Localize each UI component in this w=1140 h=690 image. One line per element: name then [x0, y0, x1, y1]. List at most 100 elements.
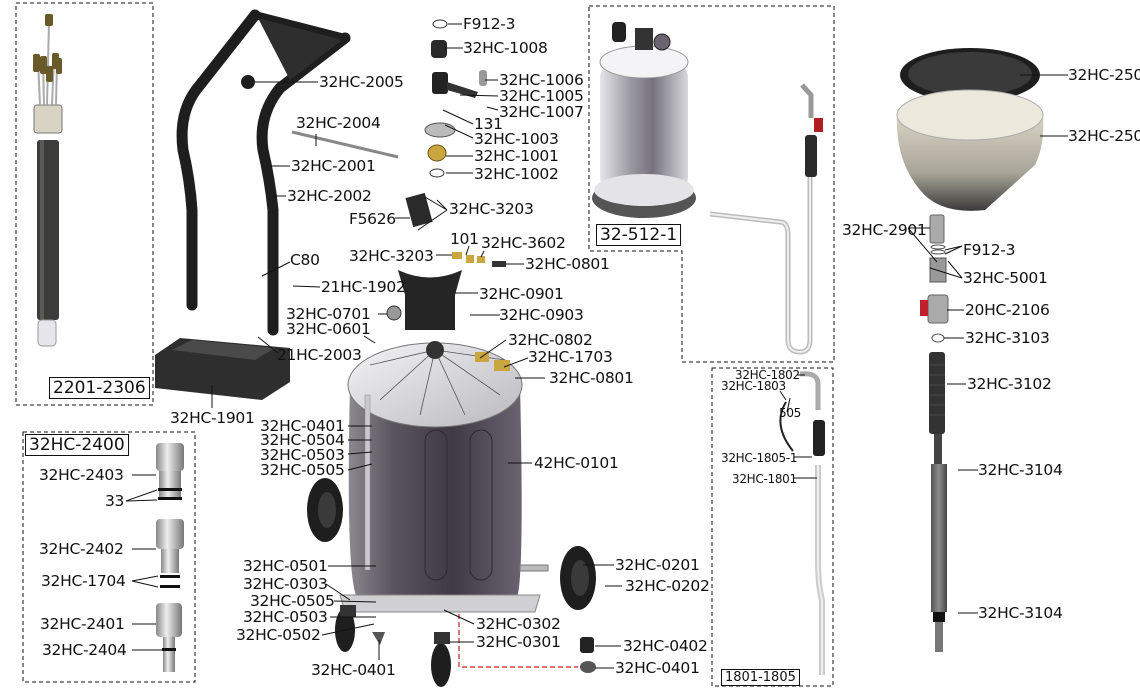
part-label: 33: [105, 492, 125, 510]
part-label: 32HC-0701: [286, 305, 371, 323]
part-label: 32HC-1801: [732, 472, 797, 486]
part-label: 32HC-0901: [479, 285, 564, 303]
part-label: 32HC-3602: [481, 234, 566, 252]
leader-lines: [125, 23, 1068, 669]
part-label: 32HC-2002: [287, 187, 372, 205]
part-label: 101: [450, 230, 479, 248]
part-label: 32HC-0502: [236, 626, 321, 644]
part-label: 32HC-1002: [474, 165, 559, 183]
handle-frame-drawing: [176, 9, 351, 336]
part-label: 32HC-0801: [525, 255, 610, 273]
part-label: F912-3: [463, 15, 516, 33]
group-borders: [15, 2, 835, 687]
part-label: 32HC-0401: [615, 659, 700, 677]
wheel-right-drawing: [560, 546, 596, 610]
part-label: 131: [474, 115, 503, 133]
drain-link-line: [458, 590, 578, 668]
part-label: 32HC-2403: [39, 466, 124, 484]
part-label: 32HC-1704: [41, 572, 126, 590]
group-label-32-512-1: 32-512-1: [596, 224, 682, 246]
part-label: 32HC-5001: [963, 269, 1048, 287]
caster-right-drawing: [431, 632, 451, 687]
drain-valve-drawing: [580, 637, 594, 653]
group-box-2201-2306: [15, 2, 154, 406]
part-label: 21HC-2003: [277, 346, 362, 364]
part-label: 32HC-0801: [549, 369, 634, 387]
adapter-parts-drawing: [156, 443, 184, 672]
pump-column-drawing: [920, 214, 949, 652]
part-label: 32HC-0505: [250, 592, 335, 610]
part-label: 32HC-1006: [499, 71, 584, 89]
part-label: 32HC-3203: [449, 200, 534, 218]
part-label: 32HC-0903: [499, 306, 584, 324]
group-label-32hc-2400: 32HC-2400: [25, 434, 129, 456]
part-label: 32HC-0302: [476, 615, 561, 633]
group-label-2201-2306: 2201-2306: [49, 377, 150, 399]
part-label: F5626: [349, 210, 396, 228]
part-label: 32HC-0505: [260, 461, 345, 479]
part-label: 32HC-1008: [463, 39, 548, 57]
part-label: F912-3: [963, 241, 1016, 259]
main-tank-drawing: [339, 341, 541, 613]
part-label: 32HC-2401: [40, 615, 125, 633]
part-label: 32HC-1805-1: [721, 451, 798, 465]
probe-tube-drawing: [779, 371, 825, 675]
base-block-drawing: [155, 338, 290, 400]
part-label: 32HC-0503: [260, 446, 345, 464]
part-label: 505: [779, 406, 802, 420]
part-label: 32HC-0402: [623, 637, 708, 655]
part-label: 32HC-2404: [42, 641, 127, 659]
part-label: 32HC-3102: [967, 375, 1052, 393]
part-label: 20HC-2106: [965, 301, 1050, 319]
suction-hose-drawing: [709, 83, 823, 355]
part-label: 32HC-1007: [499, 103, 584, 121]
part-label: 32HC-0802: [508, 331, 593, 349]
probe-assembly-drawing: [33, 14, 63, 347]
group-label-1801-1805: 1801-1805: [721, 669, 800, 686]
gauge-drawing: [386, 305, 402, 321]
group-box-1801-1805: [711, 367, 834, 687]
part-label: 32HC-1003: [474, 130, 559, 148]
part-label: 32HC-1703: [528, 348, 613, 366]
part-label: 32HC-1803: [721, 379, 786, 393]
part-label: 32HC-0303: [243, 575, 328, 593]
part-label: 32HC-3203: [349, 247, 434, 265]
part-label: 42HC-0101: [534, 454, 619, 472]
manifold-drawing: [405, 192, 506, 267]
part-label: 32HC-0201: [615, 556, 700, 574]
part-label: 32HC-3103: [965, 329, 1050, 347]
part-label: 32HC-1001: [474, 147, 559, 165]
drain-bowl-drawing: [896, 48, 1044, 211]
part-label: 21HC-1902: [321, 278, 406, 296]
part-label: 32HC-1005: [499, 87, 584, 105]
wheel-left-drawing: [307, 478, 343, 542]
part-label: 32HC-2502: [1068, 66, 1140, 84]
group-box-32hc-2400: [22, 431, 196, 683]
part-label: 32HC-0401: [311, 661, 396, 679]
part-label: 32HC-2001: [291, 157, 376, 175]
part-label: 32HC-2901: [842, 221, 927, 239]
part-label: 32HC-3104: [978, 604, 1063, 622]
group-box-32-512-1: [588, 5, 835, 363]
part-label: 32HC-1901: [170, 409, 255, 427]
handle-tray: [258, 18, 342, 80]
accessory-tank-drawing: [592, 22, 696, 218]
part-label: 32HC-2501: [1068, 127, 1140, 145]
part-label: 32HC-0301: [476, 633, 561, 651]
part-label: 32HC-0202: [625, 577, 710, 595]
part-label: C80: [290, 251, 320, 269]
part-label: 32HC-0401: [260, 417, 345, 435]
knob-drawing: [241, 75, 255, 89]
part-label: 32HC-0601: [286, 320, 371, 338]
part-label: 32HC-0501: [243, 557, 328, 575]
axle-rod-drawing: [291, 130, 399, 159]
part-label: 32HC-2005: [319, 73, 404, 91]
part-label: 32HC-0503: [243, 608, 328, 626]
part-label: 32HC-2004: [296, 114, 381, 132]
part-label: 32HC-0504: [260, 431, 345, 449]
part-label: 32HC-2402: [39, 540, 124, 558]
part-label: 32HC-1802: [735, 368, 800, 382]
part-label: 32HC-3104: [978, 461, 1063, 479]
